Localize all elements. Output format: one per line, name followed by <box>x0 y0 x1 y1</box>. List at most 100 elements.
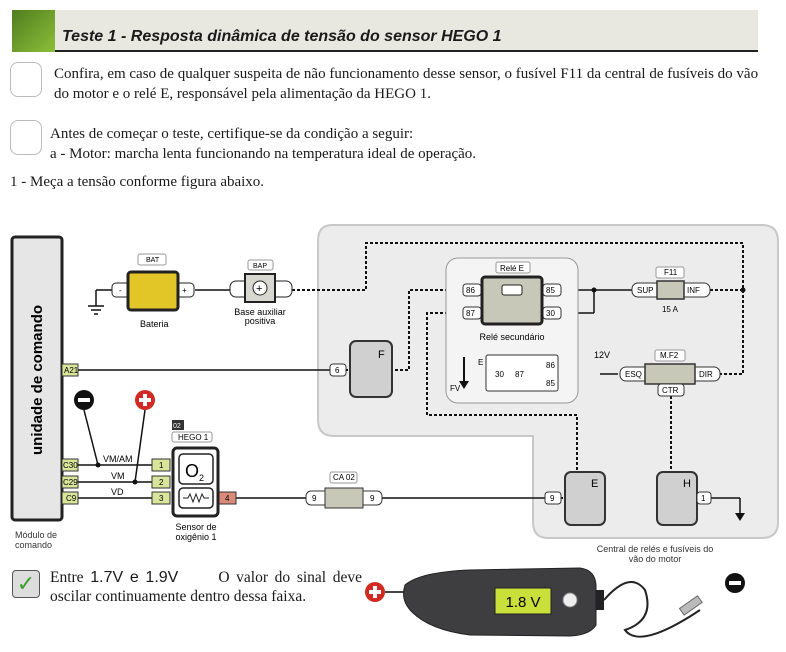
diagram-shape <box>172 420 184 430</box>
diagram-label: C29 <box>63 478 78 487</box>
diagram-shape <box>735 513 745 521</box>
diagram-label: 86 <box>546 361 555 370</box>
diagram-label: oxigênio 1 <box>175 532 216 542</box>
diagram-label: C9 <box>66 494 77 503</box>
diagram-shape: 86 87 85 30 <box>462 283 562 320</box>
diagram-label: C30 <box>63 461 78 470</box>
connector-icon <box>324 487 364 509</box>
diagram-shape <box>78 398 90 402</box>
checkmark-icon: ✓ <box>12 570 40 598</box>
diagram-shape <box>373 586 377 598</box>
sensor-probe-icon <box>678 595 703 616</box>
diagram-shape <box>171 431 213 443</box>
diagram-shape <box>596 590 604 610</box>
diagram-shape <box>143 394 147 406</box>
e-block <box>564 471 606 526</box>
result-text: Entre 1.7V e 1.9V O valor do sinal deve … <box>50 568 362 606</box>
result-prefix: Entre <box>50 569 84 586</box>
relay-tag: Relé E <box>500 264 524 273</box>
relay-coil-icon <box>501 284 523 296</box>
battery-icon <box>126 270 180 312</box>
diagram-label: 1 <box>159 461 164 470</box>
note-checkbox[interactable] <box>10 62 42 97</box>
diagram-label: - <box>119 286 122 295</box>
diagram-shape <box>132 479 138 485</box>
diagram-shape <box>544 491 562 505</box>
central-caption: Central de relés e fusíveis do <box>597 544 714 554</box>
diagram-shape <box>562 592 578 608</box>
diagram-label: E <box>591 478 598 490</box>
maxi-fuse-icon <box>644 363 696 385</box>
module-caption: Módulo de <box>15 530 57 540</box>
diagram-shape: + <box>256 283 262 295</box>
meter-display <box>494 587 552 615</box>
diagram-shape <box>247 259 274 271</box>
diagram-shape: 30 87 86 85 <box>495 361 555 388</box>
step-instruction: 1 - Meça a tensão conforme figura abaixo… <box>10 174 265 190</box>
diagram-shape <box>603 581 701 638</box>
central-caption: vão do motor <box>629 554 682 564</box>
diagram-label: A21 <box>64 366 79 375</box>
diagram-label: 87 <box>515 370 524 379</box>
diagram-label: CTR <box>662 386 679 395</box>
note-fuse-check: Confira, em caso de qualquer suspeita de… <box>54 66 759 102</box>
diagram-label: 86 <box>466 286 475 295</box>
diagram-shape <box>83 409 99 466</box>
fuse-f11-tag: F11 <box>664 268 678 277</box>
range-low: 1.7V <box>90 569 124 586</box>
diagram-label: 9 <box>550 494 555 503</box>
diagram-label: SUP <box>637 286 653 295</box>
note-checkbox[interactable] <box>10 120 42 155</box>
diagram-label: O <box>185 461 199 481</box>
diagram-shape <box>292 242 744 291</box>
diagram-label: 87 <box>466 309 475 318</box>
diagram-shape <box>718 290 744 375</box>
diagram-label: DIR <box>699 370 713 379</box>
module-pins: A21 C30 C29 C9 <box>61 363 79 505</box>
h-block <box>656 471 698 526</box>
diagram-label: 9 <box>312 494 317 503</box>
range-and: e <box>129 569 139 586</box>
diagram-label: 02 <box>173 423 181 430</box>
diagram-label: 30 <box>546 309 555 318</box>
battery-tag: BAT <box>146 257 160 264</box>
diagram-label: 2 <box>199 473 204 483</box>
meter-reading: 1.8 V <box>505 594 540 611</box>
diagram-shape <box>151 475 171 489</box>
diagram-label: VM <box>111 471 125 481</box>
sensor-tag: HEGO 1 <box>178 433 209 442</box>
page-title: Teste 1 - Resposta dinâmica de tensão do… <box>62 28 502 45</box>
fuse-icon <box>656 280 685 300</box>
diagram-label: H <box>683 478 691 490</box>
range-high: 1.9V <box>145 569 179 586</box>
diagram-label: VM/AM <box>103 454 133 464</box>
diagram-label: 85 <box>546 379 555 388</box>
result-description: O valor do sinal deve oscilar continuame… <box>50 569 363 605</box>
module-label: unidade de comando <box>29 305 46 455</box>
diagram-shape <box>591 287 597 293</box>
diagram-shape <box>696 491 712 505</box>
diagram-label: 6 <box>335 366 340 375</box>
header-accent <box>12 10 55 52</box>
diagram-shape <box>657 383 685 397</box>
diagram-shape <box>151 458 171 472</box>
diagram-shape <box>495 261 531 274</box>
diagram-shape <box>151 491 171 505</box>
diagram-label: VD <box>111 487 124 497</box>
note-precondition-item: a - Motor: marcha lenta funcionando na t… <box>50 146 477 162</box>
diagram-label: 4 <box>225 494 230 503</box>
diagram-label: 12V <box>594 350 610 360</box>
diagram-label: 9 <box>370 494 375 503</box>
relay-label: Relé secundário <box>479 332 544 342</box>
diagram-label: 30 <box>495 370 504 379</box>
diagram-label: Base auxiliar <box>234 307 286 317</box>
plus-icon <box>252 280 268 296</box>
diagram-label: 1 <box>701 494 706 503</box>
diagram-shape <box>178 453 214 485</box>
diagram-label: 2 <box>159 478 164 487</box>
diagram-label: 85 <box>546 286 555 295</box>
module-caption: comando <box>15 540 52 550</box>
diagram-shape <box>78 289 741 515</box>
diagram-label: 15 A <box>662 305 679 314</box>
